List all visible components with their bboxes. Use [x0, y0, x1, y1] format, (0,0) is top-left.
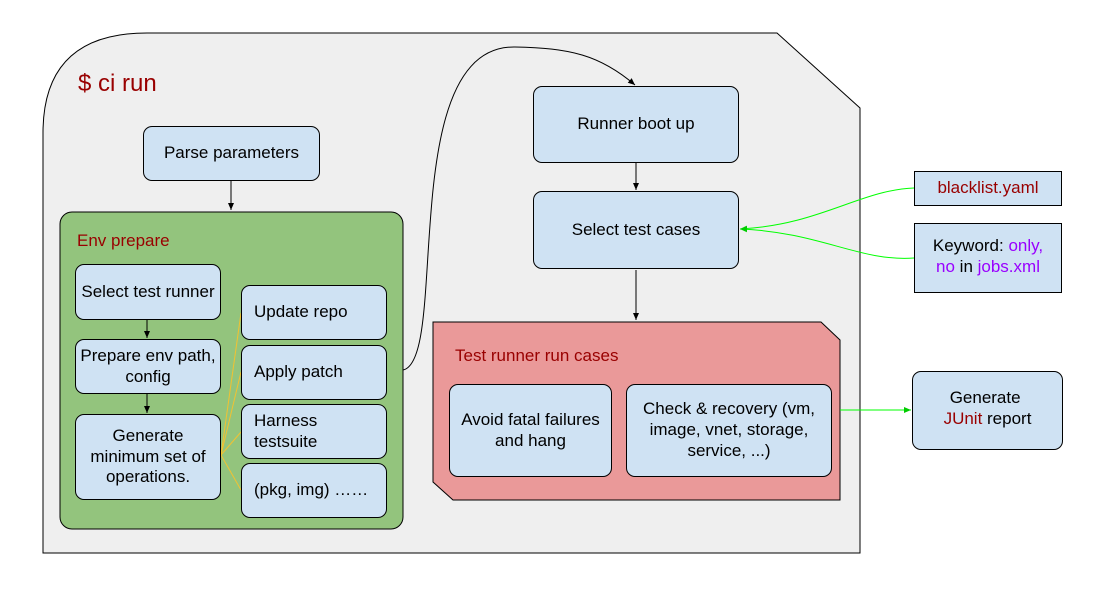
pkg-img-box: (pkg, img) ……: [241, 463, 387, 518]
keyword-no: no: [936, 256, 955, 276]
junit-word: JUnit: [943, 408, 983, 428]
generate-operations-box: Generate minimum set of operations.: [75, 414, 221, 500]
arrow-env-to-runner-boot: [402, 46, 636, 371]
blacklist-box: blacklist.yaml: [914, 171, 1062, 206]
keyword-in: in: [954, 256, 978, 276]
runner-boot-up-box: Runner boot up: [533, 86, 739, 163]
junit-report-box: Generate JUnit report: [912, 371, 1063, 450]
prepare-env-box: Prepare env path, config: [75, 339, 221, 394]
select-test-cases-box: Select test cases: [533, 191, 739, 269]
junit-prefix: Generate: [949, 388, 1026, 407]
parse-parameters-box: Parse parameters: [143, 126, 320, 181]
select-test-runner-box: Select test runner: [75, 264, 221, 320]
avoid-failures-box: Avoid fatal failures and hang: [449, 384, 612, 477]
ci-run-title: $ ci run: [78, 70, 157, 97]
test-runner-title: Test runner run cases: [455, 346, 619, 365]
check-recovery-box: Check & recovery (vm, image, vnet, stora…: [626, 384, 832, 477]
blacklist-label: blacklist.yaml: [937, 178, 1039, 198]
generate-fan-lines: [220, 312, 242, 491]
arrow-keyword-to-select: [739, 226, 915, 259]
harness-testsuite-box: Harness testsuite: [241, 404, 387, 459]
keyword-prefix: Keyword:: [932, 236, 1009, 255]
update-repo-box: Update repo: [241, 285, 387, 340]
keyword-only: only,: [1008, 236, 1044, 255]
junit-suffix: report: [982, 408, 1032, 428]
apply-patch-box: Apply patch: [241, 345, 387, 400]
keyword-file: jobs.xml: [977, 256, 1040, 276]
arrow-blacklist-to-select: [739, 187, 915, 232]
env-prepare-title: Env prepare: [77, 231, 170, 250]
keyword-box: Keyword: only, no in jobs.xml: [914, 223, 1062, 293]
